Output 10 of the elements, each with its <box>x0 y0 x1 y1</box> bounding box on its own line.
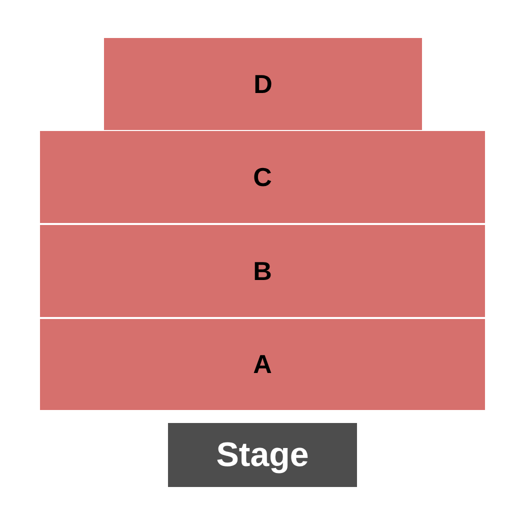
seating-section <box>40 319 485 410</box>
section-label: C <box>253 162 272 192</box>
seating-section <box>104 38 422 130</box>
section-label: A <box>253 349 272 380</box>
seating-section <box>40 225 485 317</box>
section-label: B <box>253 256 272 286</box>
stage-label: Stage <box>216 436 309 474</box>
seating-section <box>40 131 485 223</box>
stage-block <box>168 423 357 487</box>
section-label: D <box>254 68 272 100</box>
